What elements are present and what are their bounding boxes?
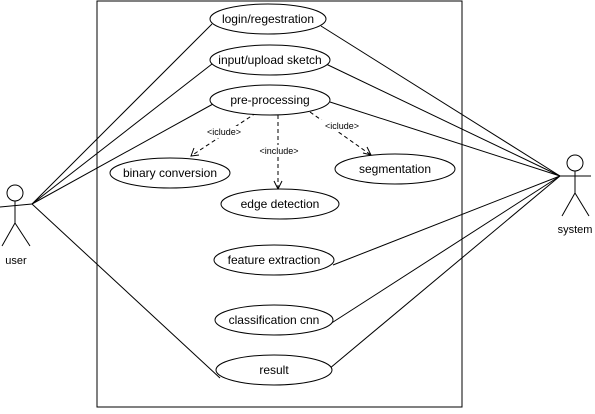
use-case-result[interactable]: result [215, 354, 333, 386]
actor-system-leg-right [574, 192, 590, 217]
use-case-upload-ellipse[interactable] [209, 44, 331, 76]
use-case-features-ellipse[interactable] [213, 244, 335, 276]
use-case-upload[interactable]: input/upload sketch [209, 44, 331, 76]
use-case-login-label: login/regestration [222, 12, 314, 26]
actor-user[interactable] [0, 184, 33, 247]
system-boundary [96, 0, 463, 408]
system-associations [320, 25, 561, 375]
user-associations [31, 23, 221, 379]
system-preprocessing-line [329, 101, 561, 177]
use-case-binary-label: binary conversion [123, 166, 217, 180]
use-case-classification-label: classification cnn [229, 313, 320, 327]
use-case-preprocessing-label: pre-processing [230, 93, 309, 107]
include-label-binary: <iclude> [207, 127, 241, 137]
include-binary-arrowhead [190, 147, 200, 157]
include-label-bg-mid [256, 145, 302, 157]
user-upload-line [31, 63, 213, 205]
include-segmentation-line [309, 111, 372, 156]
include-label-bg-right [320, 120, 364, 132]
system-features-line [332, 175, 561, 266]
use-case-result-ellipse[interactable] [215, 354, 333, 386]
use-case-binary[interactable]: binary conversion [109, 157, 231, 189]
use-case-login[interactable]: login/regestration [209, 3, 327, 35]
actor-system-label: system [558, 224, 593, 236]
user-login-line [31, 23, 213, 205]
use-case-edge[interactable]: edge detection [220, 188, 340, 220]
use-case-binary-ellipse[interactable] [109, 157, 231, 189]
actor-system[interactable] [560, 154, 591, 217]
use-case-edge-label: edge detection [241, 197, 320, 211]
actor-user-leg-left [1, 222, 16, 247]
use-case-classification[interactable]: classification cnn [214, 304, 334, 336]
include-label-edge: <include> [259, 146, 298, 156]
use-case-features-label: feature extraction [228, 253, 321, 267]
use-case-segmentation-label: segmentation [359, 162, 431, 176]
use-case-edge-ellipse[interactable] [220, 188, 340, 220]
use-case-result-label: result [259, 363, 289, 377]
include-labels: <iclude> <include> <iclude> [202, 120, 364, 157]
actor-user-leg-right [14, 222, 31, 247]
use-case-classification-ellipse[interactable] [214, 304, 334, 336]
use-case-segmentation-ellipse[interactable] [334, 153, 456, 185]
user-result-line [31, 203, 221, 379]
user-preprocessing-line [31, 103, 214, 205]
actor-user-label: user [5, 255, 27, 267]
use-case-login-ellipse[interactable] [209, 3, 327, 35]
use-case-upload-label: input/upload sketch [218, 53, 321, 67]
system-result-line [322, 175, 561, 375]
system-upload-line [325, 63, 561, 177]
system-classification-line [329, 175, 561, 325]
actor-system-head [566, 154, 584, 172]
use-case-preprocessing[interactable]: pre-processing [209, 84, 331, 116]
actor-user-arms [0, 203, 33, 208]
use-case-preprocessing-ellipse[interactable] [209, 84, 331, 116]
include-label-segmentation: <iclude> [325, 121, 359, 131]
include-label-bg-left [202, 126, 246, 138]
actor-system-leg-left [561, 192, 576, 217]
actor-user-head [6, 184, 24, 202]
use-case-segmentation[interactable]: segmentation [334, 153, 456, 185]
system-login-line [320, 25, 561, 177]
use-case-features[interactable]: feature extraction [213, 244, 335, 276]
